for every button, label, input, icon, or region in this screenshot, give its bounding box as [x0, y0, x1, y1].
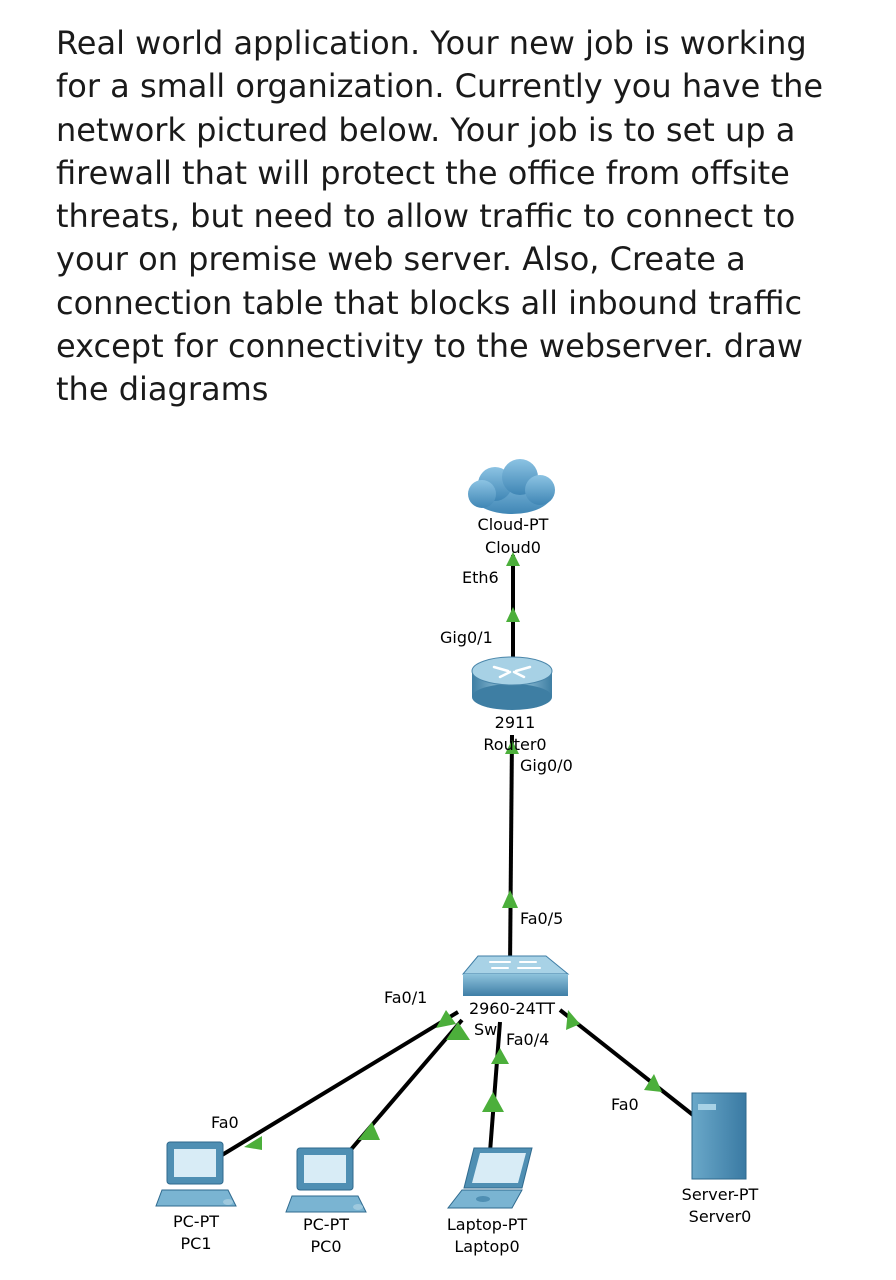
pc1-computer-icon[interactable] [155, 1141, 237, 1207]
question-text: Real world application. Your new job is … [56, 22, 856, 412]
router-port-up-label: Gig0/1 [440, 628, 493, 647]
cloud-name-label: Cloud0 [485, 538, 541, 557]
link-switch-server [558, 1008, 695, 1117]
cloud-type-label: Cloud-PT [478, 515, 549, 534]
question-line: network pictured below. Your job is to s… [56, 110, 796, 149]
link-status-markers [244, 552, 662, 1150]
server-icon[interactable] [691, 1092, 747, 1180]
router-icon[interactable] [471, 656, 553, 710]
cloud-port-label: Eth6 [462, 568, 499, 587]
link-up-marker [358, 1122, 380, 1140]
pc1-name-label: PC1 [181, 1234, 212, 1253]
link-up-marker [436, 1010, 456, 1028]
laptop-name-label: Laptop0 [454, 1237, 519, 1256]
link-switch-laptop [488, 1021, 502, 1153]
laptop-type-label: Laptop-PT [447, 1215, 528, 1234]
pc1-type-label: PC-PT [173, 1212, 219, 1231]
router-port-down-label: Gig0/0 [520, 756, 573, 775]
link-up-marker [491, 1048, 509, 1064]
server-type-label: Server-PT [682, 1185, 759, 1204]
question-line: for a small organization. Currently you … [56, 67, 824, 106]
cloud-icon[interactable] [468, 459, 555, 514]
router-name-label: Router0 [483, 735, 546, 754]
router-model-label: 2911 [495, 713, 536, 732]
pc0-type-label: PC-PT [303, 1215, 349, 1234]
pc0-name-label: PC0 [311, 1237, 342, 1256]
question-line: firewall that will protect the office fr… [56, 153, 790, 192]
switch-port-laptop-label: Fa0/4 [506, 1030, 549, 1049]
switch-port-pc-label: Fa0/1 [384, 988, 427, 1007]
switch-port-up-label: Fa0/5 [520, 909, 563, 928]
link-up-marker [502, 890, 518, 908]
switch-model-label: 2960-24TT [469, 999, 555, 1018]
laptop-icon[interactable] [446, 1147, 533, 1209]
link-up-marker [506, 607, 520, 622]
question-line: connection table that blocks all inbound… [56, 283, 803, 322]
link-up-marker [482, 1092, 504, 1112]
question-line: except for connectivity to the webserver… [56, 327, 804, 366]
switch-name-label: Sw [474, 1020, 497, 1039]
link-up-marker [506, 552, 520, 566]
link-up-marker [505, 740, 519, 754]
link-up-marker [244, 1136, 262, 1150]
pc1-port-label: Fa0 [211, 1113, 239, 1132]
question-line: your on premise web server. Also, Create… [56, 240, 746, 279]
diagram-labels: Cloud-PT Cloud0 Eth6 Gig0/1 2911 Router0… [173, 515, 759, 1256]
pc0-computer-icon[interactable] [285, 1147, 367, 1213]
question-line: Real world application. Your new job is … [56, 24, 807, 62]
link-router-switch [508, 734, 514, 969]
question-line: threats, but need to allow traffic to co… [56, 197, 796, 236]
link-switch-pc1 [220, 1010, 460, 1157]
link-up-marker [644, 1074, 662, 1092]
server-name-label: Server0 [689, 1207, 752, 1226]
server-port-label: Fa0 [611, 1095, 639, 1114]
link-up-marker [446, 1022, 470, 1040]
question-line: the diagrams [56, 370, 269, 409]
switch-icon[interactable] [461, 955, 570, 996]
link-up-marker [566, 1010, 580, 1030]
